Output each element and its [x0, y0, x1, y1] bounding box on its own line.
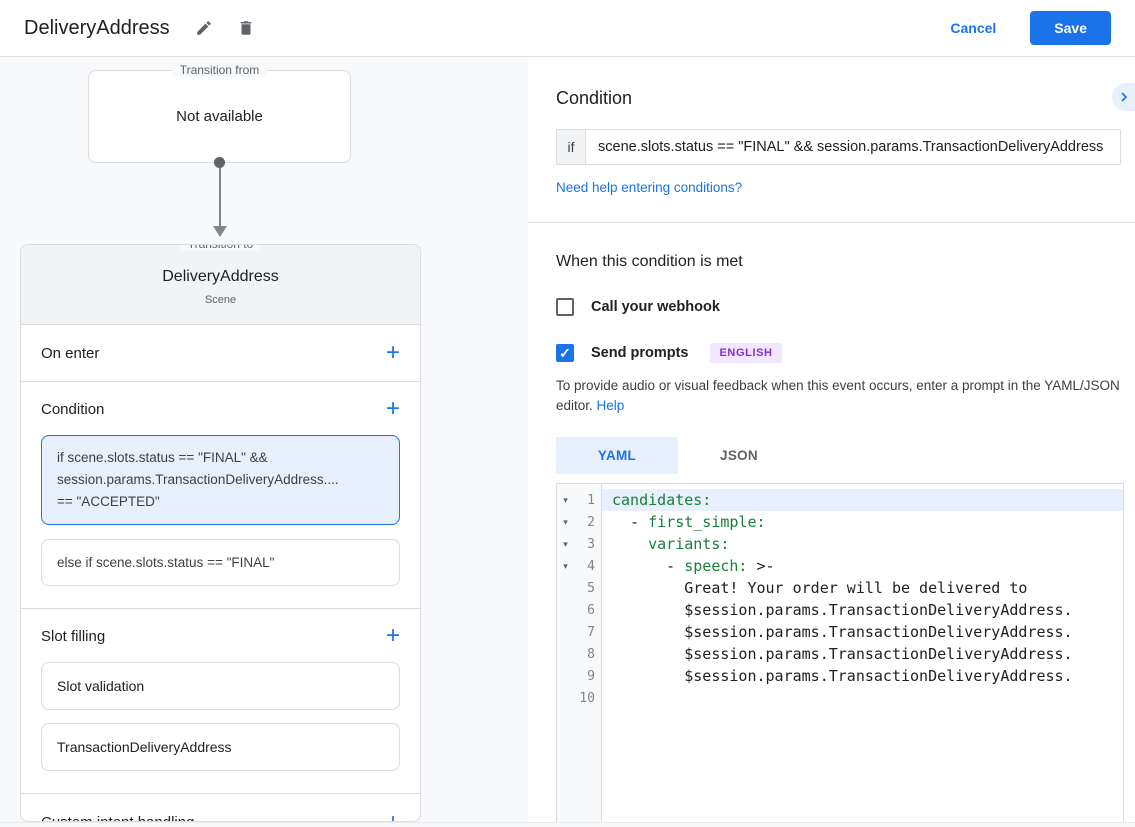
transition-from-label: Transition from [171, 63, 268, 77]
scene-type-label: Scene [204, 294, 237, 306]
line-number: 4 [587, 558, 595, 574]
code-text[interactable] [602, 687, 1123, 709]
send-prompts-row: ✓ Send prompts ENGLISH [556, 343, 1135, 363]
scene-card: Transition to DeliveryAddress Scene On e… [20, 244, 421, 822]
panel-divider [528, 222, 1135, 223]
slot-filling-label: Slot filling [41, 627, 106, 645]
line-number: 9 [587, 668, 595, 684]
slot-name-item[interactable]: TransactionDeliveryAddress [41, 723, 400, 771]
condition-item-else[interactable]: else if scene.slots.status == "FINAL" [41, 539, 400, 586]
code-text[interactable]: $session.params.TransactionDeliveryAddre… [612, 667, 1073, 685]
code-line[interactable]: ▾ 1 candidates: [557, 489, 1123, 511]
condition-section-label: Condition [41, 400, 105, 418]
editor-tabs: YAML JSON [556, 437, 1135, 474]
code-text[interactable]: $session.params.TransactionDeliveryAddre… [612, 645, 1073, 663]
code-text[interactable]: Great! Your order will be delivered to [612, 579, 1028, 597]
cancel-button[interactable]: Cancel [950, 20, 997, 36]
checkmark-icon: ✓ [559, 344, 571, 361]
custom-intent-row[interactable]: Custom intent handling + [21, 794, 420, 822]
code-line[interactable]: ▾ 3 variants: [557, 533, 1123, 555]
condition-expression-input[interactable] [586, 130, 1120, 164]
delete-icon[interactable] [236, 18, 256, 38]
send-prompts-checkbox[interactable]: ✓ [556, 344, 574, 362]
code-text[interactable]: variants: [648, 535, 730, 553]
scene-name: DeliveryAddress [162, 268, 279, 285]
panel-title: Condition [556, 88, 633, 108]
line-number: 10 [579, 690, 595, 706]
on-enter-label: On enter [41, 344, 100, 362]
yaml-code-editor[interactable]: ▾ 1 candidates: ▾ 2 - first_simple: ▾ 3 … [556, 483, 1124, 827]
page-title: DeliveryAddress [24, 16, 170, 39]
slot-validation-item[interactable]: Slot validation [41, 662, 400, 710]
line-number: 8 [587, 646, 595, 662]
connector-dot [214, 157, 225, 168]
save-button[interactable]: Save [1030, 11, 1111, 45]
transition-to-label: Transition to [179, 245, 262, 251]
webhook-row: Call your webhook [556, 298, 1135, 316]
bottom-strip [0, 822, 1135, 827]
line-number: 6 [587, 602, 595, 618]
condition-item-selected[interactable]: if scene.slots.status == "FINAL" && sess… [41, 435, 400, 525]
code-line[interactable]: 8 $session.params.TransactionDeliveryAdd… [557, 643, 1123, 665]
add-slot-icon[interactable]: + [385, 622, 400, 649]
condition-section: Condition + if scene.slots.status == "FI… [21, 382, 420, 609]
code-line[interactable]: 10 [557, 687, 1123, 709]
fold-arrow-icon[interactable]: ▾ [563, 516, 568, 527]
condition-expression-row: if [556, 129, 1121, 165]
line-number: 1 [587, 492, 595, 508]
scene-graph-canvas: Transition from Not available Transition… [0, 57, 528, 822]
when-met-title: When this condition is met [556, 253, 743, 270]
code-line[interactable]: 9 $session.params.TransactionDeliveryAdd… [557, 665, 1123, 687]
edit-icon[interactable] [194, 18, 214, 38]
line-number: 5 [587, 580, 595, 596]
code-lines: ▾ 1 candidates: ▾ 2 - first_simple: ▾ 3 … [557, 484, 1123, 709]
condition-line: if scene.slots.status == "FINAL" && [57, 450, 268, 465]
code-line[interactable]: 5 Great! Your order will be delivered to [557, 577, 1123, 599]
condition-line: == "ACCEPTED" [57, 494, 160, 509]
connector-arrowhead-icon [213, 226, 227, 237]
scene-card-header: DeliveryAddress Scene [21, 245, 420, 325]
if-prefix-label: if [557, 130, 586, 164]
condition-line: session.params.TransactionDeliveryAddres… [57, 472, 339, 487]
connector-line [219, 168, 221, 226]
code-text[interactable]: $session.params.TransactionDeliveryAddre… [612, 601, 1073, 619]
transition-from-box: Transition from Not available [88, 63, 351, 163]
line-number: 7 [587, 624, 595, 640]
top-bar: DeliveryAddress Cancel Save [0, 0, 1135, 57]
webhook-checkbox[interactable] [556, 298, 574, 316]
main-area: Transition from Not available Transition… [0, 57, 1135, 827]
code-line[interactable]: ▾ 4 - speech: >- [557, 555, 1123, 577]
fold-arrow-icon[interactable]: ▾ [563, 538, 568, 549]
conditions-help-link[interactable]: Need help entering conditions? [556, 180, 743, 195]
fold-arrow-icon[interactable]: ▾ [563, 560, 568, 571]
collapse-panel-button[interactable] [1112, 83, 1135, 111]
code-text[interactable]: $session.params.TransactionDeliveryAddre… [612, 623, 1073, 641]
code-text[interactable]: candidates: [602, 489, 1123, 511]
editor-gutter [557, 484, 602, 827]
code-line[interactable]: ▾ 2 - first_simple: [557, 511, 1123, 533]
fold-arrow-icon[interactable]: ▾ [563, 494, 568, 505]
code-line[interactable]: 7 $session.params.TransactionDeliveryAdd… [557, 621, 1123, 643]
chevron-right-icon [1121, 92, 1127, 102]
code-line[interactable]: 6 $session.params.TransactionDeliveryAdd… [557, 599, 1123, 621]
send-prompts-label: Send prompts [591, 345, 689, 361]
code-text[interactable]: - speech: >- [612, 557, 775, 575]
help-link[interactable]: Help [596, 398, 625, 413]
slot-filling-section: Slot filling + Slot validation Transacti… [21, 609, 420, 794]
on-enter-row[interactable]: On enter + [21, 325, 420, 382]
custom-intent-label: Custom intent handling [41, 814, 194, 821]
transition-from-content: Not available [176, 108, 263, 125]
tab-json[interactable]: JSON [720, 448, 758, 463]
webhook-label: Call your webhook [591, 299, 720, 315]
line-number: 3 [587, 536, 595, 552]
language-badge: ENGLISH [710, 343, 782, 363]
add-custom-intent-icon[interactable]: + [385, 808, 400, 822]
line-number: 2 [587, 514, 595, 530]
code-text[interactable]: - first_simple: [612, 513, 766, 531]
tab-yaml[interactable]: YAML [556, 437, 678, 474]
condition-detail-panel: Condition if Need help entering conditio… [528, 57, 1135, 827]
prompt-hint-text: To provide audio or visual feedback when… [556, 378, 1120, 413]
add-condition-icon[interactable]: + [385, 395, 400, 422]
add-on-enter-icon[interactable]: + [385, 339, 400, 366]
